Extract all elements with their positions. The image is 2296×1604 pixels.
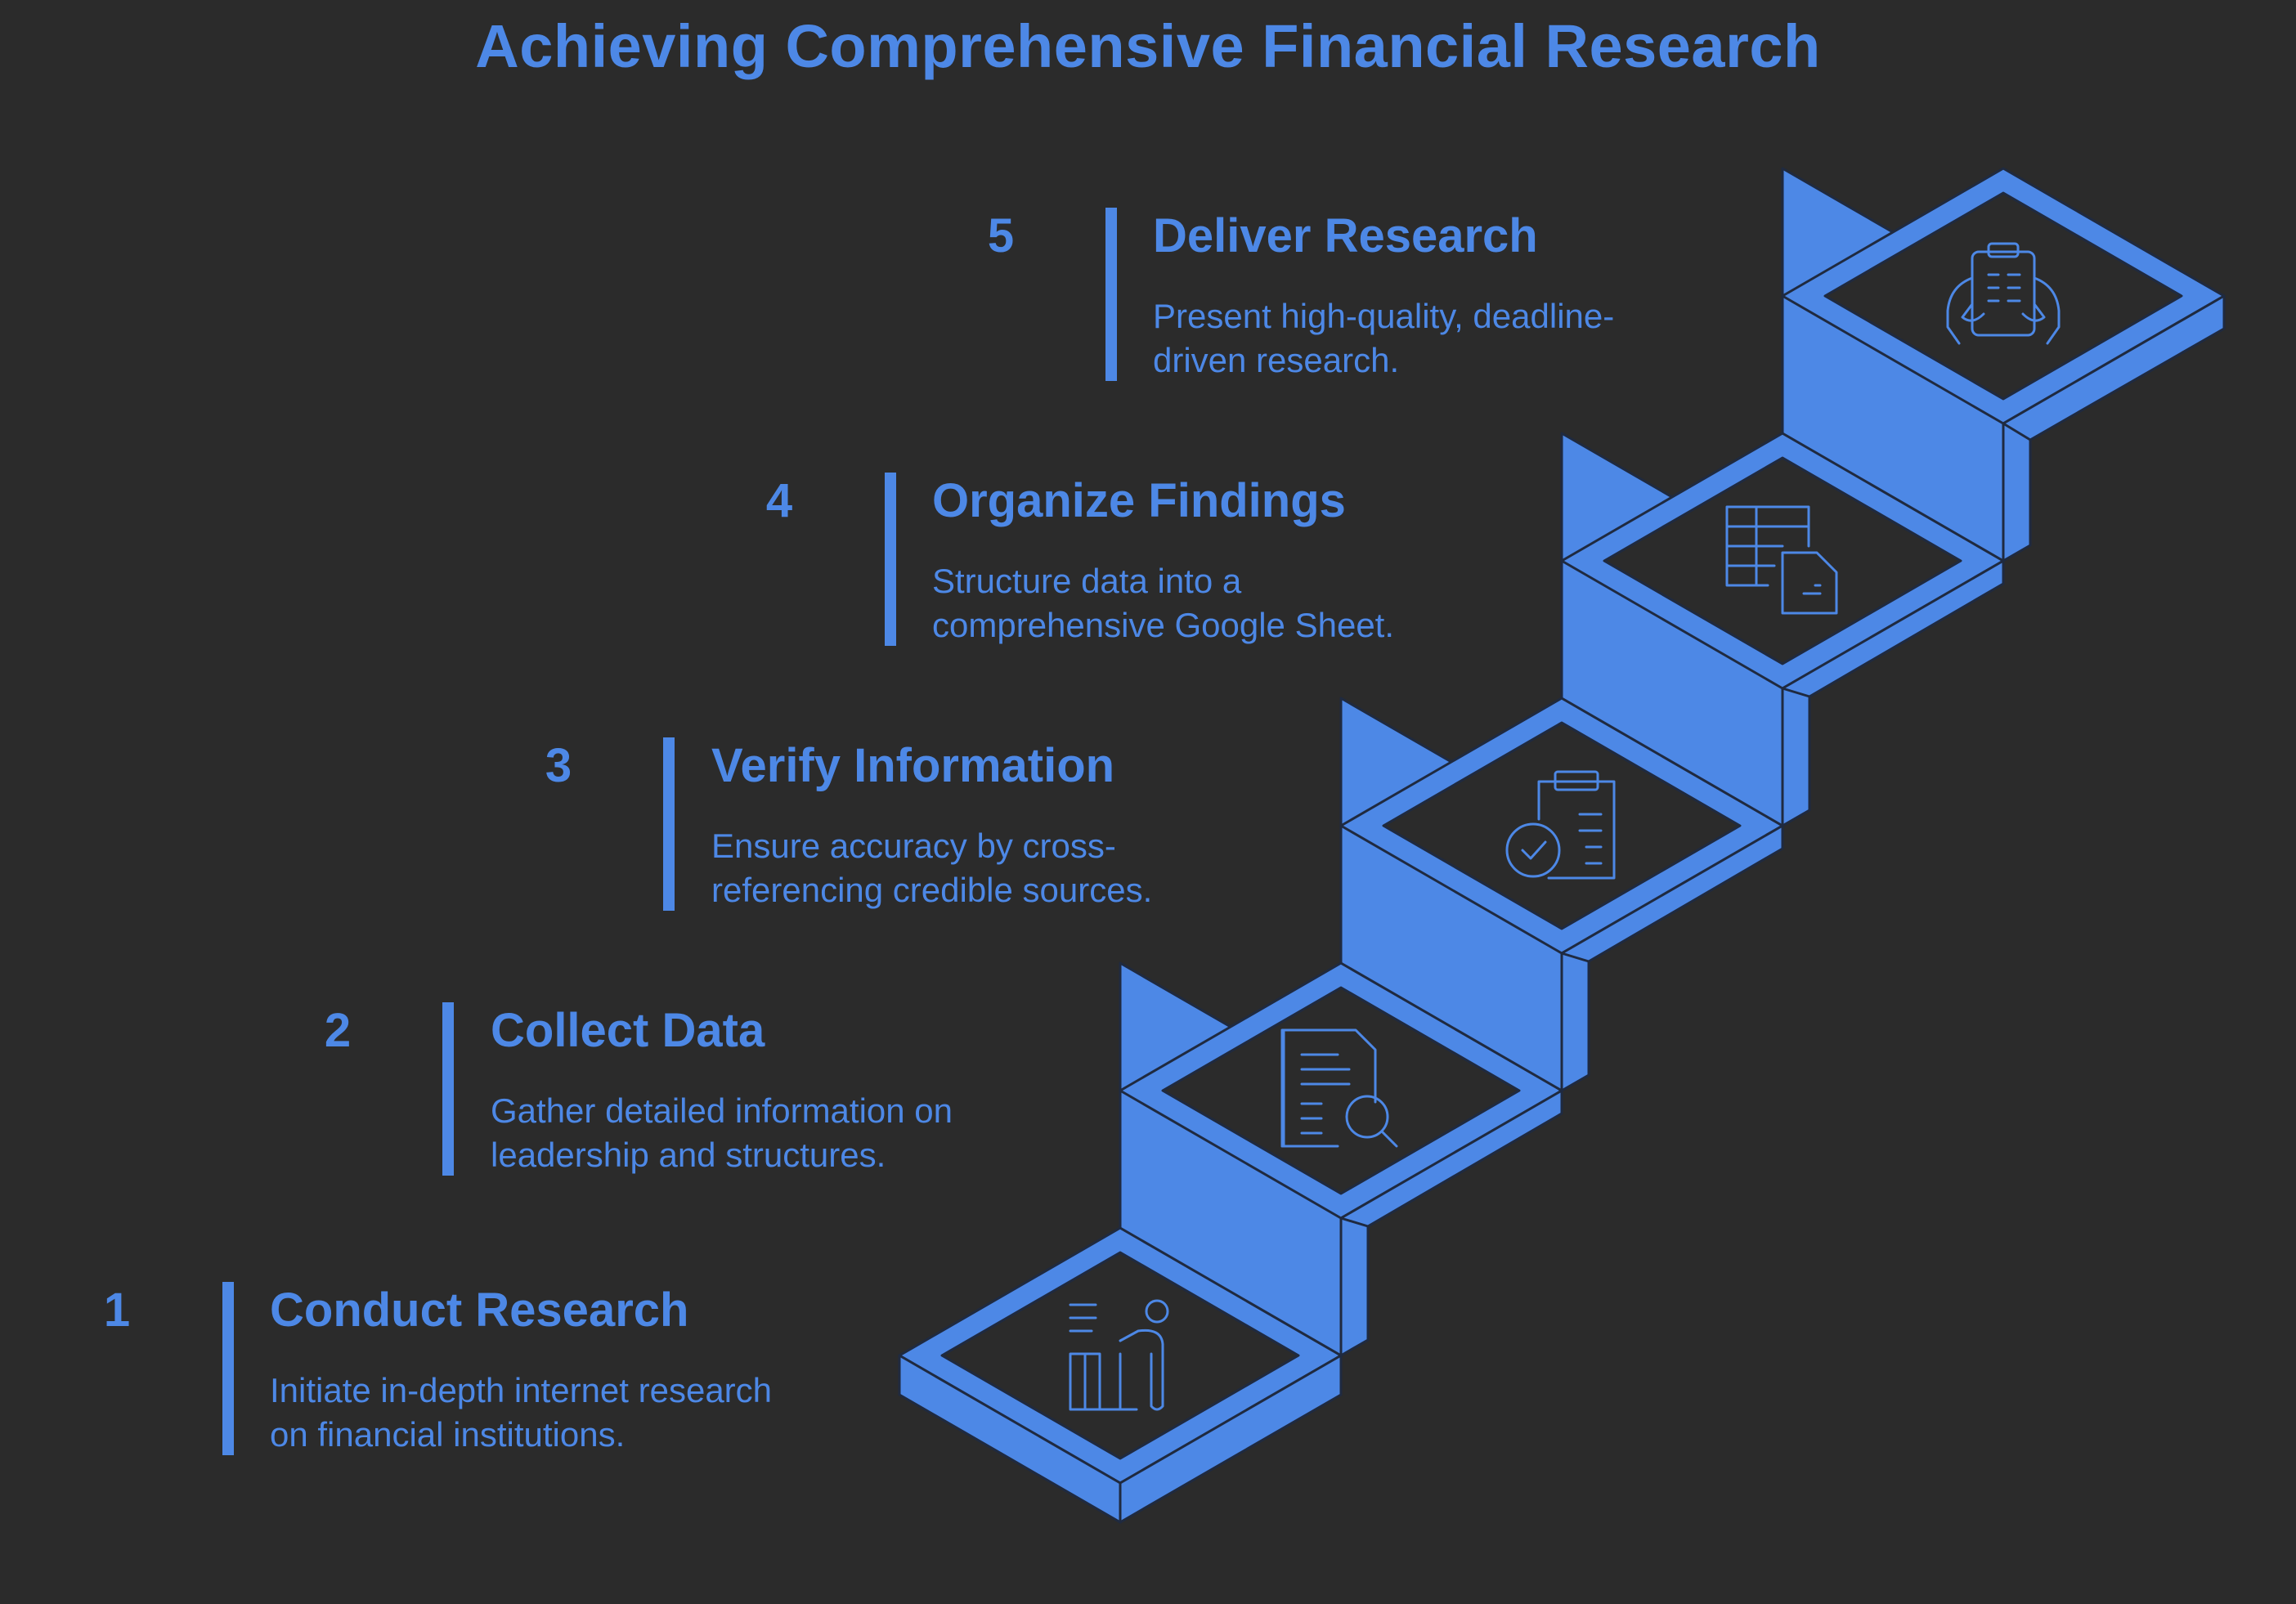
- step-4-number: 4: [765, 474, 793, 527]
- step-1-desc-line-2: on financial institutions.: [270, 1415, 626, 1454]
- step-3-title: Verify Information: [711, 739, 1115, 792]
- step-4-title: Organize Findings: [932, 474, 1346, 527]
- step-2-desc-line-2: leadership and structures.: [491, 1136, 886, 1174]
- step-5-desc-line-2: driven research.: [1153, 341, 1400, 379]
- step-1-description: Initiate in-depth internet research on f…: [270, 1369, 842, 1457]
- hands-holding-report-icon: [1946, 242, 2061, 345]
- step-1-bar: [222, 1282, 234, 1455]
- document-search-icon: [1280, 1028, 1398, 1148]
- step-5-bar: [1105, 208, 1117, 381]
- step-1-number: 1: [103, 1284, 131, 1337]
- stair-block-5: [1781, 167, 2226, 441]
- step-2-description: Gather detailed information on leadershi…: [491, 1089, 1063, 1177]
- step-3-number: 3: [545, 739, 572, 792]
- stair-block-3: [1339, 697, 1784, 963]
- step-4-bar: [885, 473, 896, 646]
- step-3-bar: [663, 737, 675, 911]
- step-4-desc-line-1: Structure data into a: [932, 562, 1242, 600]
- step-2-bar: [442, 1002, 454, 1176]
- step-2-title: Collect Data: [491, 1004, 765, 1057]
- researcher-at-desk-icon: [1069, 1299, 1169, 1411]
- step-4-description: Structure data into a comprehensive Goog…: [932, 559, 1505, 647]
- spreadsheet-document-icon: [1725, 505, 1838, 615]
- step-4-desc-line-2: comprehensive Google Sheet.: [932, 606, 1395, 644]
- step-2-number: 2: [324, 1004, 352, 1057]
- step-2-desc-line-1: Gather detailed information on: [491, 1091, 953, 1130]
- step-5-desc-line-1: Present high-quality, deadline-: [1153, 297, 1615, 335]
- step-1-title: Conduct Research: [270, 1284, 689, 1337]
- diagram-title: Achieving Comprehensive Financial Resear…: [475, 12, 1821, 80]
- step-5-number: 5: [987, 209, 1015, 262]
- clipboard-check-icon: [1505, 770, 1616, 880]
- step-5-description: Present high-quality, deadline- driven r…: [1153, 294, 1725, 383]
- step-5-title: Deliver Research: [1153, 209, 1538, 262]
- step-3-desc-line-1: Ensure accuracy by cross-: [711, 827, 1116, 865]
- step-1-desc-line-1: Initiate in-depth internet research: [270, 1371, 773, 1409]
- step-3-desc-line-2: referencing credible sources.: [711, 871, 1153, 909]
- step-3-description: Ensure accuracy by cross- referencing cr…: [711, 824, 1284, 912]
